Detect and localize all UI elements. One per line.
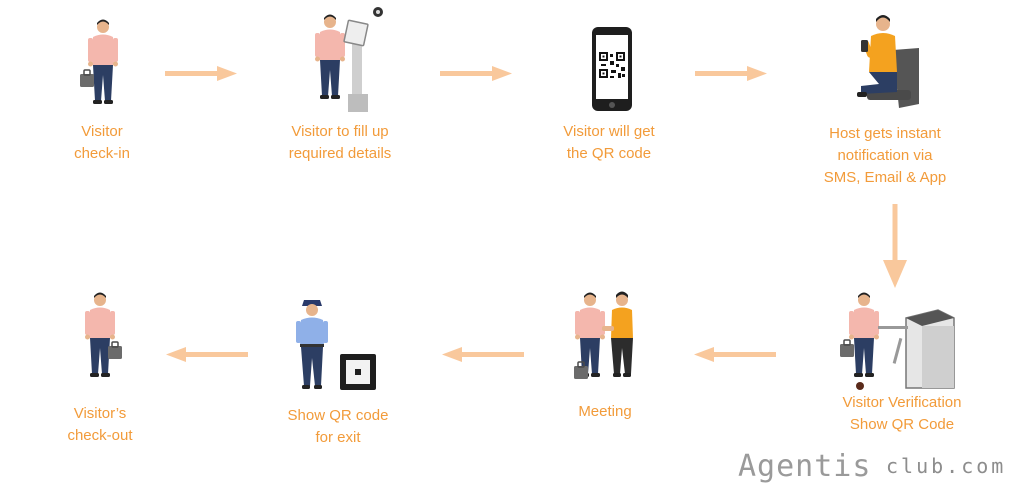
svg-text:club.com: club.com bbox=[886, 454, 1006, 478]
handshake-icon bbox=[573, 291, 633, 380]
smartphone-qr-icon bbox=[592, 27, 632, 111]
kiosk-icon bbox=[315, 7, 383, 112]
security-guard-icon bbox=[296, 300, 376, 390]
agentis-club-logo: Agentis club.com bbox=[738, 449, 1006, 484]
turnstile-icon bbox=[839, 292, 955, 390]
host-in-chair-icon bbox=[857, 15, 919, 108]
visitor-with-briefcase-icon bbox=[79, 19, 118, 104]
svg-text:Agentis: Agentis bbox=[738, 449, 871, 484]
step-meeting-label: Meeting bbox=[578, 403, 632, 420]
arrow-left-icon bbox=[694, 347, 776, 362]
visitor-with-briefcase-icon bbox=[85, 292, 123, 377]
arrow-left-icon bbox=[166, 347, 248, 362]
arrow-left-icon bbox=[442, 347, 524, 362]
qr-scanner-icon bbox=[340, 354, 376, 390]
arrow-right-icon bbox=[165, 66, 237, 81]
arrow-right-icon bbox=[695, 66, 767, 81]
arrow-right-icon bbox=[440, 66, 512, 81]
arrow-down-icon bbox=[883, 204, 907, 288]
